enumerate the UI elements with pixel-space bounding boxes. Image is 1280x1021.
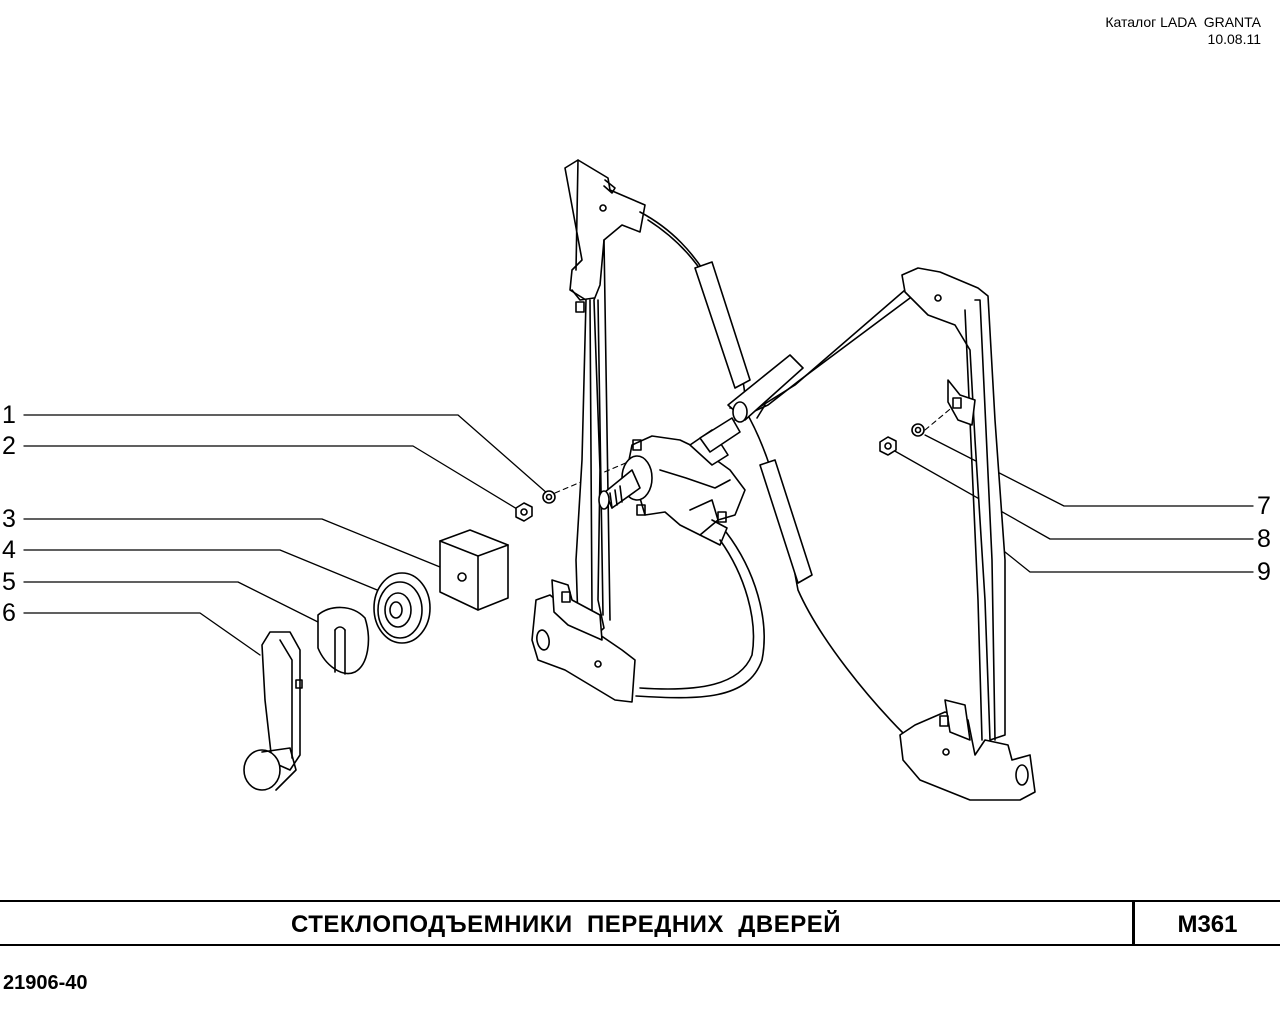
washer-part-1 bbox=[542, 490, 556, 504]
window-regulator-diagram bbox=[23, 159, 1254, 801]
callout-6: 6 bbox=[2, 599, 16, 627]
callout-1: 1 bbox=[2, 401, 16, 429]
nut-part-2 bbox=[515, 502, 533, 522]
title-block: СТЕКЛОПОДЪЕМНИКИ ПЕРЕДНИХ ДВЕРЕЙ М361 bbox=[0, 900, 1280, 946]
callout-4: 4 bbox=[2, 536, 16, 564]
leader-line-3 bbox=[23, 518, 441, 568]
leader-line-6 bbox=[23, 612, 261, 656]
callout-5: 5 bbox=[2, 568, 16, 596]
leader-line-5 bbox=[23, 581, 319, 623]
catalog-date: 10.08.11 bbox=[1207, 31, 1261, 47]
leader-line-8 bbox=[892, 449, 1254, 540]
left-guide-rail bbox=[564, 159, 646, 637]
washer-part-8 bbox=[911, 423, 925, 437]
leader-line-2 bbox=[23, 445, 523, 513]
handle-part-6 bbox=[243, 631, 303, 791]
callout-8: 8 bbox=[1257, 525, 1271, 553]
title-separator bbox=[1132, 902, 1135, 944]
axis-right bbox=[924, 404, 956, 431]
right-bottom-bracket bbox=[899, 699, 1036, 801]
leader-lines-left bbox=[23, 414, 549, 656]
leader-line-4 bbox=[23, 549, 383, 593]
catalog-title: Каталог LADA GRANTA bbox=[1105, 14, 1261, 30]
catalog-header: Каталог LADA GRANTA 10.08.11 bbox=[1105, 14, 1261, 48]
regulator-drum-housing bbox=[598, 429, 746, 546]
callout-2: 2 bbox=[2, 432, 16, 460]
left-bottom-bracket bbox=[531, 579, 636, 703]
clip-part-5 bbox=[317, 606, 370, 675]
regulator-cables bbox=[635, 211, 911, 736]
right-guide-rail bbox=[901, 267, 1006, 741]
nut-part-9 bbox=[879, 436, 897, 456]
part-number: 21906-40 bbox=[3, 972, 88, 994]
leader-line-1 bbox=[23, 414, 549, 495]
drawing-title: СТЕКЛОПОДЪЕМНИКИ ПЕРЕДНИХ ДВЕРЕЙ bbox=[291, 911, 841, 938]
bushing-part-4 bbox=[373, 572, 431, 644]
drawing-code: М361 bbox=[1177, 911, 1238, 938]
callout-3: 3 bbox=[2, 505, 16, 533]
leader-line-9 bbox=[999, 547, 1254, 573]
block-part-3 bbox=[439, 529, 509, 611]
leader-lines-right bbox=[892, 434, 1254, 573]
callout-7: 7 bbox=[1257, 492, 1271, 520]
callout-9: 9 bbox=[1257, 558, 1271, 586]
